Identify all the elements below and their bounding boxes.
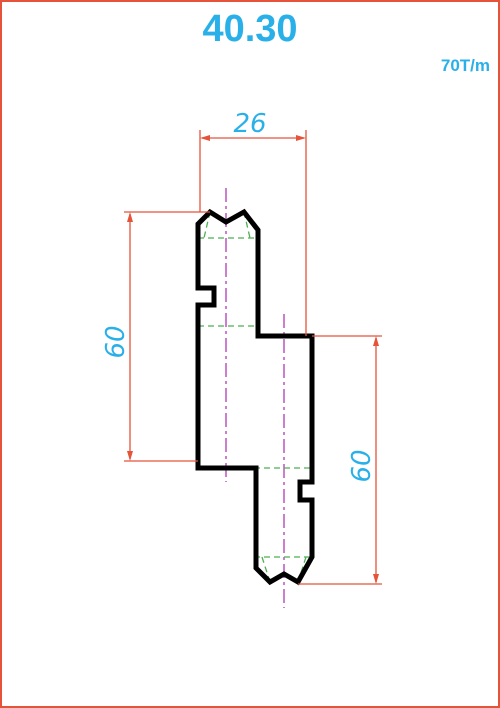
tool-profile-outline	[195, 208, 315, 586]
lower-height-arrow-top	[373, 336, 379, 346]
width-dimension-label: 26	[233, 109, 266, 139]
upper-height-dimension-label: 60	[101, 325, 131, 358]
width-arrow-right	[296, 135, 306, 141]
lower-height-dimension-label: 60	[347, 449, 377, 482]
profile-title: 40.30	[202, 8, 298, 50]
upper-height-arrow-bottom	[127, 451, 133, 461]
capacity-label: 70T/m	[440, 56, 490, 75]
upper-height-arrow-top	[127, 212, 133, 222]
width-arrow-left	[200, 135, 210, 141]
lower-height-arrow-bottom	[373, 574, 379, 584]
